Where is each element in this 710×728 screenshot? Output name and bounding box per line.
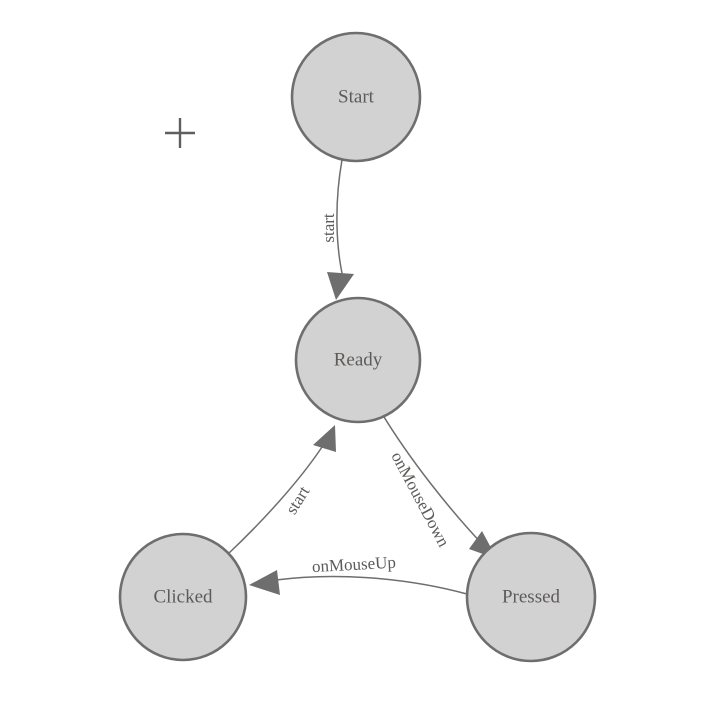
node-circle-ready[interactable]: [294, 296, 422, 424]
edge-label-clicked-to-ready: start: [282, 482, 314, 517]
node-label-ready: Ready: [334, 349, 383, 370]
node-label-start: Start: [338, 86, 375, 107]
node-label-clicked: Clicked: [153, 586, 213, 607]
edge-path-ready-to-pressed[interactable]: [380, 411, 485, 547]
edge-path-start-to-ready[interactable]: [336, 159, 345, 283]
node-label-pressed: Pressed: [502, 586, 561, 607]
node-circle-start[interactable]: [290, 31, 422, 163]
edge-path-pressed-to-clicked[interactable]: [275, 575, 468, 595]
arrowhead-clicked-to-ready: [313, 425, 336, 452]
edge-start-to-ready[interactable]: start: [319, 159, 354, 300]
node-pressed[interactable]: Pressed: [465, 531, 597, 663]
crosshair-icon[interactable]: [165, 118, 195, 148]
node-layer: Start Ready Clicked Pressed: [118, 31, 597, 663]
edge-ready-to-pressed[interactable]: onMouseDown: [380, 411, 497, 559]
node-circle-clicked[interactable]: [118, 532, 248, 662]
edge-clicked-to-ready[interactable]: start: [227, 425, 336, 555]
edge-label-start-to-ready: start: [319, 213, 338, 243]
edge-label-pressed-to-clicked: onMouseUp: [311, 553, 396, 576]
arrowhead-pressed-to-clicked: [249, 570, 280, 595]
edge-path-clicked-to-ready[interactable]: [227, 446, 323, 555]
arrowhead-start-to-ready: [327, 272, 354, 300]
node-ready[interactable]: Ready: [294, 296, 422, 424]
node-circle-pressed[interactable]: [465, 531, 597, 663]
node-start[interactable]: Start: [290, 31, 422, 163]
edge-pressed-to-clicked[interactable]: onMouseUp: [249, 553, 468, 595]
node-clicked[interactable]: Clicked: [118, 532, 248, 662]
